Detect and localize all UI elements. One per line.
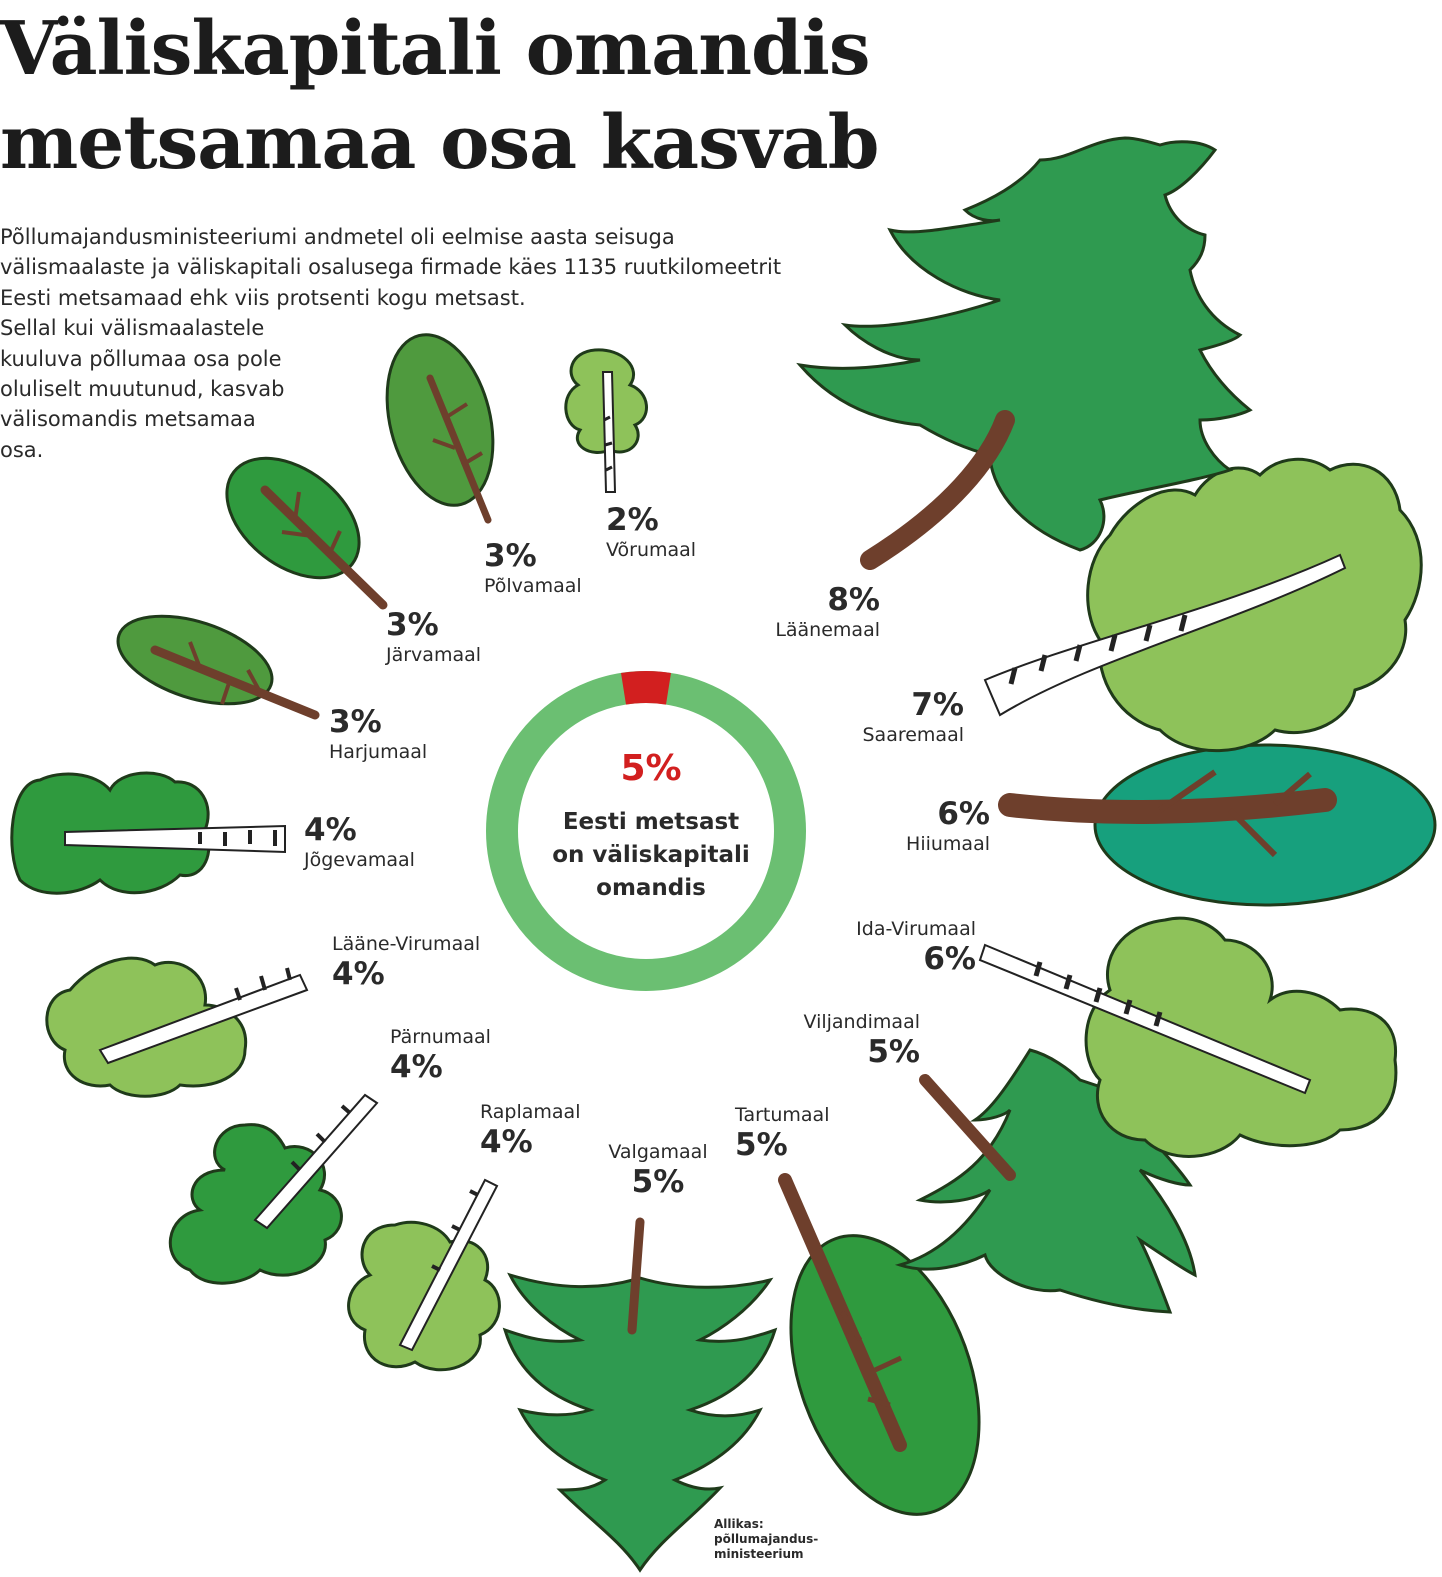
label-viljandimaa: Viljandimaal 5% <box>770 1010 920 1070</box>
value-raplamaa: 4% <box>480 1124 533 1160</box>
intro-line: Sellal kui välismaalastele <box>0 316 265 341</box>
source-line: põllumajandus- <box>714 1532 819 1546</box>
raplamaa-birch-tree <box>347 1178 501 1372</box>
value-valgamaa: 5% <box>631 1164 685 1200</box>
jarvamaa-tree <box>225 456 388 610</box>
label-raplamaa: Raplamaal 4% <box>480 1100 580 1160</box>
center-percentage: 5% <box>620 748 682 789</box>
hiiumaa-tree <box>998 743 1437 907</box>
value-parnumaa: 4% <box>390 1049 443 1085</box>
name-harjumaa: Harjumaal <box>329 741 428 763</box>
polvamaa-tree <box>385 333 495 524</box>
label-parnumaa: Pärnumaal 4% <box>390 1025 491 1085</box>
tartumaa-tree <box>778 1173 981 1516</box>
label-laanemaa: 8% Läänemaal <box>750 582 880 642</box>
value-vorumaa: 2% <box>606 502 659 538</box>
label-saaremaa: 7% Saaremaal <box>840 687 964 747</box>
parnumaa-birch-tree <box>168 1093 379 1285</box>
center-caption-line: omandis <box>596 875 706 901</box>
intro-line: välisomandis metsamaa <box>0 407 256 432</box>
name-saaremaa: Saaremaal <box>862 724 964 746</box>
name-ida-virumaa: Ida-Virumaal <box>856 918 976 940</box>
label-laane-virumaa: Lääne-Virumaal 4% <box>332 932 480 992</box>
title-line-2: metsamaa osa kasvab <box>0 100 879 186</box>
value-saaremaa: 7% <box>911 687 964 723</box>
title-line-1: Väliskapitali omandis <box>0 6 871 92</box>
name-laane-virumaa: Lääne-Virumaal <box>332 933 481 955</box>
saaremaa-birch-tree <box>983 457 1423 753</box>
donut-highlight-segment <box>621 671 671 705</box>
name-hiiumaa: Hiiumaal <box>906 833 990 855</box>
name-viljandimaa: Viljandimaal <box>803 1011 920 1033</box>
value-hiiumaa: 6% <box>937 796 990 832</box>
valgamaa-spruce-tree <box>502 1217 778 1573</box>
value-ida-virumaa: 6% <box>923 941 976 977</box>
value-tartumaa: 5% <box>735 1127 788 1163</box>
intro-line: oluliselt muutunud, kasvab <box>0 377 285 402</box>
label-jarvamaa: 3% Järvamaal <box>386 607 481 667</box>
label-vorumaa: 2% Võrumaal <box>606 502 696 562</box>
intro-line: Eesti metsamaad ehk viis protsenti kogu … <box>0 285 526 310</box>
name-tartumaa: Tartumaal <box>735 1104 830 1126</box>
label-ida-virumaa: Ida-Virumaal 6% <box>820 917 976 977</box>
laane-virumaa-birch-tree <box>45 956 309 1098</box>
value-laanemaa: 8% <box>827 582 880 618</box>
page-title: Väliskapitali omandis metsamaa osa kasva… <box>0 2 879 190</box>
value-laane-virumaa: 4% <box>332 956 385 992</box>
center-caption-line: on väliskapitali <box>552 842 750 868</box>
source-line: Allikas: <box>714 1517 764 1531</box>
value-jogevamaa: 4% <box>304 812 357 848</box>
laanemaa-spruce-tree <box>796 136 1253 570</box>
label-hiiumaa: 6% Hiiumaal <box>880 796 990 856</box>
vorumaa-birch-tree <box>564 348 648 493</box>
intro-line: kuuluva põllumaa osa pole <box>0 346 282 371</box>
jogevamaa-birch-tree <box>10 771 286 895</box>
intro-line: osa. <box>0 437 44 462</box>
intro-line: Põllumajandusministeeriumi andmetel oli … <box>0 225 675 249</box>
source-note: Allikas: põllumajandus- ministeerium <box>714 1517 818 1562</box>
source-line: ministeerium <box>714 1547 804 1561</box>
center-caption-line: Eesti metsast <box>562 809 740 835</box>
name-jogevamaa: Jõgevamaal <box>304 849 415 871</box>
intro-line: välismaalaste ja väliskapitali osalusega… <box>0 255 782 280</box>
name-raplamaa: Raplamaal <box>480 1101 581 1123</box>
label-jogevamaa: 4% Jõgevamaal <box>304 812 415 872</box>
value-polvamaa: 3% <box>484 538 537 574</box>
value-viljandimaa: 5% <box>867 1034 920 1070</box>
name-valgamaa: Valgamaal <box>608 1141 708 1163</box>
name-jarvamaa: Järvamaal <box>386 644 482 666</box>
name-parnumaa: Pärnumaal <box>390 1026 491 1048</box>
value-jarvamaa: 3% <box>386 607 439 643</box>
label-harjumaa: 3% Harjumaal <box>329 704 427 764</box>
ida-virumaa-birch-tree <box>978 916 1398 1158</box>
name-laanemaa: Läänemaal <box>775 619 880 641</box>
center-caption: Eesti metsast on väliskapitali omandis <box>536 806 766 905</box>
value-harjumaa: 3% <box>329 704 382 740</box>
label-valgamaa: Valgamaal 5% <box>603 1140 713 1200</box>
name-vorumaa: Võrumaal <box>606 539 697 561</box>
label-polvamaa: 3% Põlvamaal <box>484 538 582 598</box>
name-polvamaa: Põlvamaal <box>484 575 582 597</box>
harjumaa-tree <box>116 614 320 720</box>
intro-text: Põllumajandusministeeriumi andmetel oli … <box>0 222 781 465</box>
label-tartumaa: Tartumaal 5% <box>735 1103 829 1163</box>
